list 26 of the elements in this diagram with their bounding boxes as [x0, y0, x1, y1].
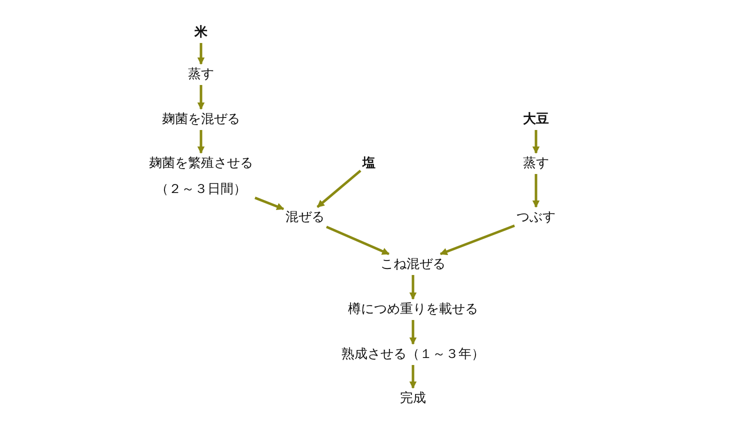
step-label: 蒸す [188, 66, 214, 83]
arrow [532, 130, 540, 154]
step-label: 熟成させる（１～３年） [342, 346, 484, 363]
arrow [254, 196, 284, 210]
arrow [440, 224, 515, 256]
arrow [326, 226, 390, 256]
arrow [197, 43, 205, 65]
arrow [409, 320, 417, 345]
step-label: こね混ぜる [380, 256, 446, 273]
arrow [197, 85, 205, 110]
arrow [409, 365, 417, 389]
step-label: 米 [194, 24, 208, 41]
arrow [532, 174, 540, 208]
duration-note: （２～３日間） [154, 181, 248, 198]
step-label: 麹菌を繁殖させる [149, 155, 253, 172]
step-label: 完成 [400, 390, 426, 407]
arrow [316, 170, 362, 208]
step-label: つぶす [516, 209, 556, 226]
arrow [197, 130, 205, 154]
arrow [409, 275, 417, 300]
step-label: 混ぜる [286, 209, 324, 226]
step-label: 大豆 [523, 111, 549, 128]
step-label: 塩 [362, 155, 376, 172]
step-label: 蒸す [523, 155, 549, 172]
step-label: 麹菌を混ぜる [162, 111, 240, 128]
step-label: 樽につめ重りを載せる [348, 301, 478, 318]
